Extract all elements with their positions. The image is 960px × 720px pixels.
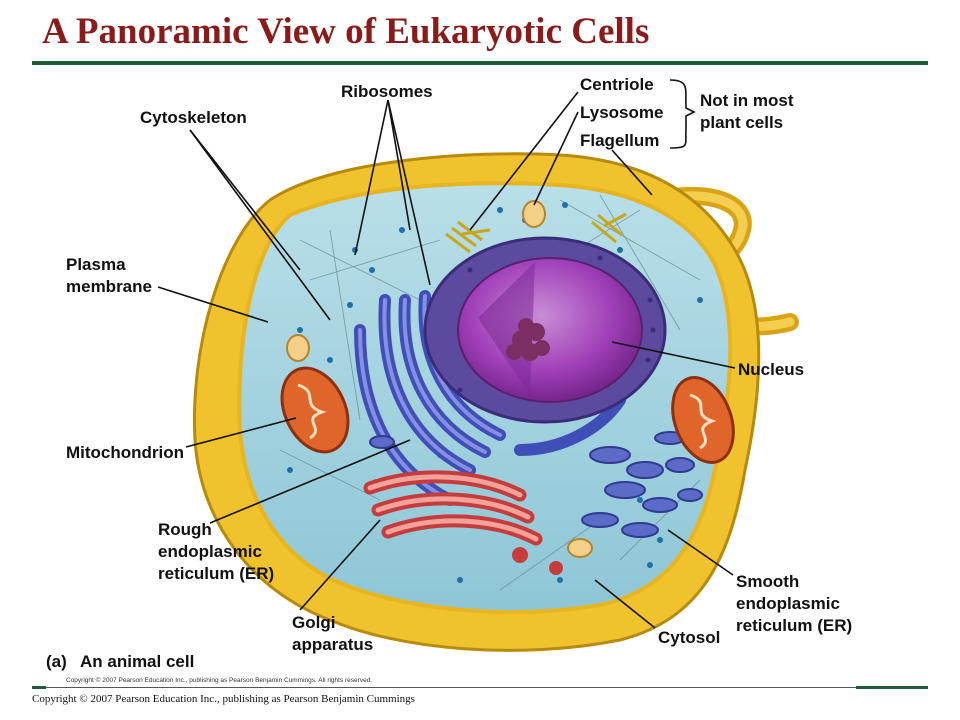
label-nucleus: Nucleus <box>738 360 804 379</box>
lysosome-2 <box>286 334 310 362</box>
label-smooth-er-line1: Smooth <box>736 572 799 591</box>
label-plasma-membrane-line2: membrane <box>66 277 152 296</box>
label-smooth-er-line2: endoplasmic <box>736 594 840 613</box>
footer-copyright: Copyright © 2007 Pearson Education Inc.,… <box>32 693 415 705</box>
mitochondrion-right <box>671 376 735 464</box>
footer-divider-right <box>856 686 928 689</box>
smooth-er <box>369 431 703 538</box>
lysosome <box>522 200 546 228</box>
label-smooth-er-line3: reticulum (ER) <box>736 616 852 635</box>
label-rough-er-line2: endoplasmic <box>158 542 262 561</box>
mitochondrion-left <box>280 366 350 454</box>
golgi-apparatus <box>363 470 543 546</box>
nucleolus <box>506 318 550 361</box>
caption-text: An animal cell <box>80 652 194 671</box>
lysosome-3 <box>567 538 593 558</box>
label-centriole: Centriole <box>580 75 654 94</box>
label-cytosol: Cytosol <box>658 628 720 647</box>
leader-lines <box>157 79 736 629</box>
label-plasma-membrane-line1: Plasma <box>66 255 126 274</box>
cytoskeleton-filaments <box>279 194 701 591</box>
label-cytoskeleton: Cytoskeleton <box>140 108 247 127</box>
label-lysosome: Lysosome <box>580 103 663 122</box>
label-flagellum: Flagellum <box>580 131 659 150</box>
label-mitochondrion: Mitochondrion <box>66 443 184 462</box>
nucleus <box>457 257 643 403</box>
caption-part: (a) <box>46 652 67 671</box>
figure-credit: Copyright © 2007 Pearson Education Inc.,… <box>66 676 372 684</box>
title-divider <box>32 61 928 65</box>
label-rough-er-line3: reticulum (ER) <box>158 564 274 583</box>
label-golgi-line2: apparatus <box>292 635 373 654</box>
label-not-in-plants-line2: plant cells <box>700 113 783 132</box>
footer-divider-left <box>32 686 46 689</box>
centriole-left <box>445 220 491 254</box>
label-ribosomes: Ribosomes <box>341 82 433 101</box>
centriole-right <box>591 212 627 244</box>
label-not-in-plants-line1: Not in most <box>700 91 794 110</box>
page-title: A Panoramic View of Eukaryotic Cells <box>42 11 650 52</box>
label-rough-er-line1: Rough <box>158 520 212 539</box>
footer-divider <box>46 687 856 688</box>
label-golgi-line1: Golgi <box>292 613 335 632</box>
